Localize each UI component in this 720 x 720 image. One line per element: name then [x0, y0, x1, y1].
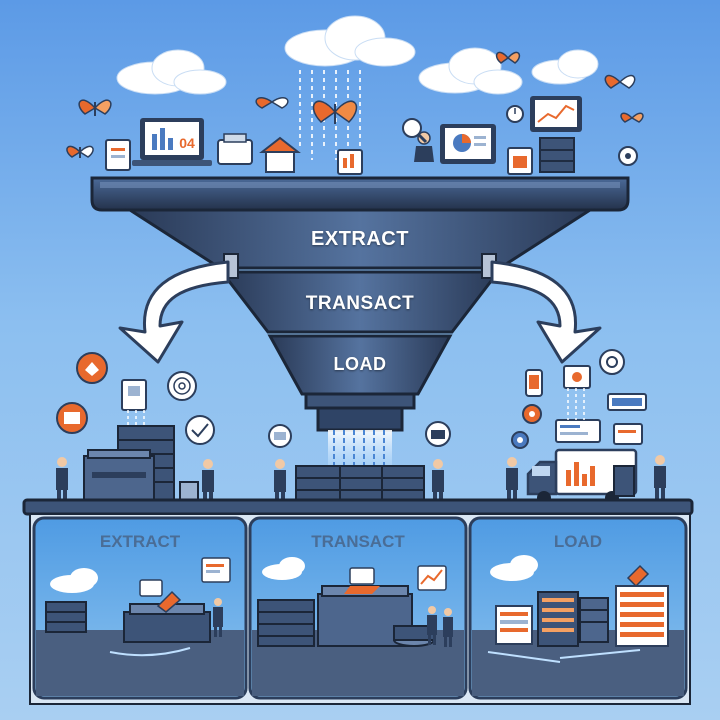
server-box-icon	[179, 481, 199, 501]
desktop-monitor-icon	[530, 96, 582, 132]
server-rack-icon	[123, 590, 211, 643]
cloud-icon	[262, 557, 305, 580]
funnel-stage-transact: TRANSACT	[305, 293, 415, 314]
businessman-icon	[506, 457, 518, 502]
businessman-icon	[213, 598, 223, 637]
checklist-icon	[555, 419, 601, 443]
document-icon	[121, 379, 147, 411]
panel-title-transact: TRANSACT	[311, 532, 405, 551]
copier-machine-icon	[83, 449, 155, 501]
businessman-icon	[274, 459, 286, 502]
ground-shelf	[22, 498, 694, 516]
butterfly-icon	[495, 51, 521, 64]
server-rack-icon	[537, 591, 579, 647]
desktop-monitor-icon	[440, 124, 496, 164]
butterfly-icon	[255, 97, 289, 109]
server-rack-icon	[613, 465, 635, 497]
businessman-icon	[432, 459, 444, 502]
cloud-icon	[418, 47, 523, 95]
cloud-icon	[531, 49, 599, 85]
server-rack-icon	[495, 605, 533, 645]
tape-drive-icon	[393, 625, 435, 647]
butterfly-icon	[312, 100, 358, 124]
server-rack-icon	[539, 137, 575, 173]
butterfly-icon	[604, 74, 636, 89]
tag-icon	[76, 352, 108, 384]
fingerprint-icon	[167, 371, 197, 401]
butterfly-icon	[620, 112, 644, 123]
businessman-icon	[202, 459, 214, 502]
phone-icon	[525, 369, 543, 397]
panel-transact	[248, 516, 468, 700]
printer-icon	[217, 133, 253, 165]
data-stream-lines	[567, 388, 585, 420]
document-icon	[139, 557, 231, 597]
server-rack-icon	[295, 465, 425, 503]
panel-title-load: LOAD	[553, 532, 603, 551]
businessman-icon	[443, 608, 453, 647]
document-icon	[105, 139, 131, 171]
funnel-stage-extract: EXTRACT	[311, 228, 409, 250]
printer-icon	[425, 421, 451, 447]
monitor-readout: 04	[179, 135, 195, 151]
document-icon	[613, 423, 643, 445]
document-icon	[337, 149, 363, 175]
cloud-icon	[116, 49, 227, 95]
server-rack-icon	[579, 597, 609, 643]
house-icon	[259, 136, 301, 173]
businessman-icon	[427, 606, 437, 645]
magnifier-icon	[402, 118, 428, 144]
browser-window-icon	[607, 393, 647, 411]
panel-title-extract: EXTRACT	[99, 532, 181, 551]
cloud-icon	[50, 568, 98, 593]
document-icon	[563, 365, 591, 389]
document-icon	[349, 565, 447, 591]
gear-icon	[618, 146, 638, 166]
panel-extract	[32, 516, 248, 700]
funnel-icon	[90, 176, 630, 432]
data-stream-lines	[487, 649, 641, 663]
laptop-icon: 04	[132, 118, 212, 166]
butterfly-icon	[78, 99, 112, 116]
funnel-stage-load: LOAD	[333, 354, 387, 374]
document-icon	[507, 147, 533, 175]
document-icon	[268, 424, 292, 448]
cloud-icon	[284, 15, 416, 67]
cloud-icon	[490, 555, 538, 581]
businessman-icon	[654, 455, 666, 500]
server-rack-icon	[615, 585, 669, 647]
gear-icon	[511, 431, 529, 449]
checklist-icon	[185, 415, 215, 445]
curved-arrow-icon	[118, 260, 230, 364]
browser-window-icon	[56, 402, 88, 434]
clock-icon	[506, 105, 524, 123]
curved-arrow-icon	[490, 260, 602, 364]
gear-icon	[599, 349, 625, 375]
businessman-icon	[56, 457, 68, 502]
butterfly-icon	[66, 145, 94, 158]
data-stream	[328, 430, 392, 466]
server-rack-icon	[257, 599, 315, 647]
panel-load	[468, 516, 688, 700]
document-icon	[626, 564, 650, 588]
server-box-icon	[45, 601, 87, 633]
gear-icon	[522, 404, 542, 424]
